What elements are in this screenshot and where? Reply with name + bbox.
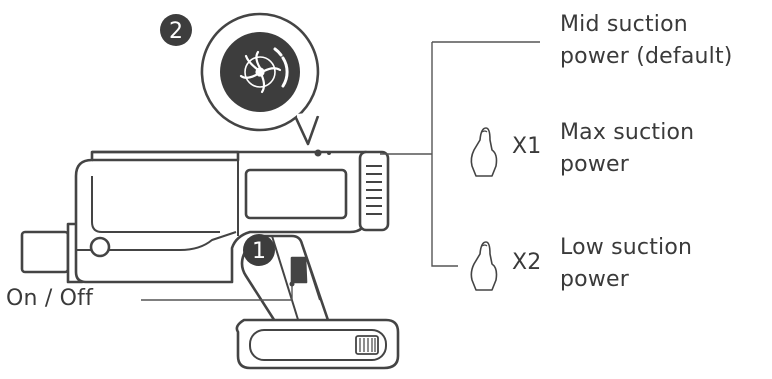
low-press-count: X2 xyxy=(512,250,542,275)
max-suction-label-line1: Max suction xyxy=(560,120,695,145)
mid-suction-label-line2: power (default) xyxy=(560,44,733,69)
vacuum-illustration xyxy=(20,149,400,370)
svg-text:2: 2 xyxy=(169,19,183,44)
mode-callout-bubble xyxy=(200,12,320,146)
on-off-label: On / Off xyxy=(6,286,94,311)
fan-icon xyxy=(239,47,289,94)
battery-pack xyxy=(235,318,400,370)
step-badge-1: 1 xyxy=(243,234,275,266)
svg-text:1: 1 xyxy=(252,239,266,264)
leader-lines xyxy=(141,41,540,301)
low-suction-label-line2: power xyxy=(560,267,629,292)
max-press-count: X1 xyxy=(512,134,542,159)
mid-suction-label-line1: Mid suction xyxy=(560,12,688,37)
power-trigger xyxy=(290,256,308,284)
battery-indicator xyxy=(355,335,379,355)
finger-press-icon xyxy=(470,241,498,291)
vacuum-nozzle xyxy=(20,222,84,284)
finger-press-icon xyxy=(470,127,498,177)
max-suction-label-line2: power xyxy=(560,152,629,177)
dust-bin-window xyxy=(244,168,348,220)
step-badge-2: 2 xyxy=(160,14,192,46)
low-suction-label-line1: Low suction xyxy=(560,235,693,260)
side-release-button xyxy=(89,236,111,258)
